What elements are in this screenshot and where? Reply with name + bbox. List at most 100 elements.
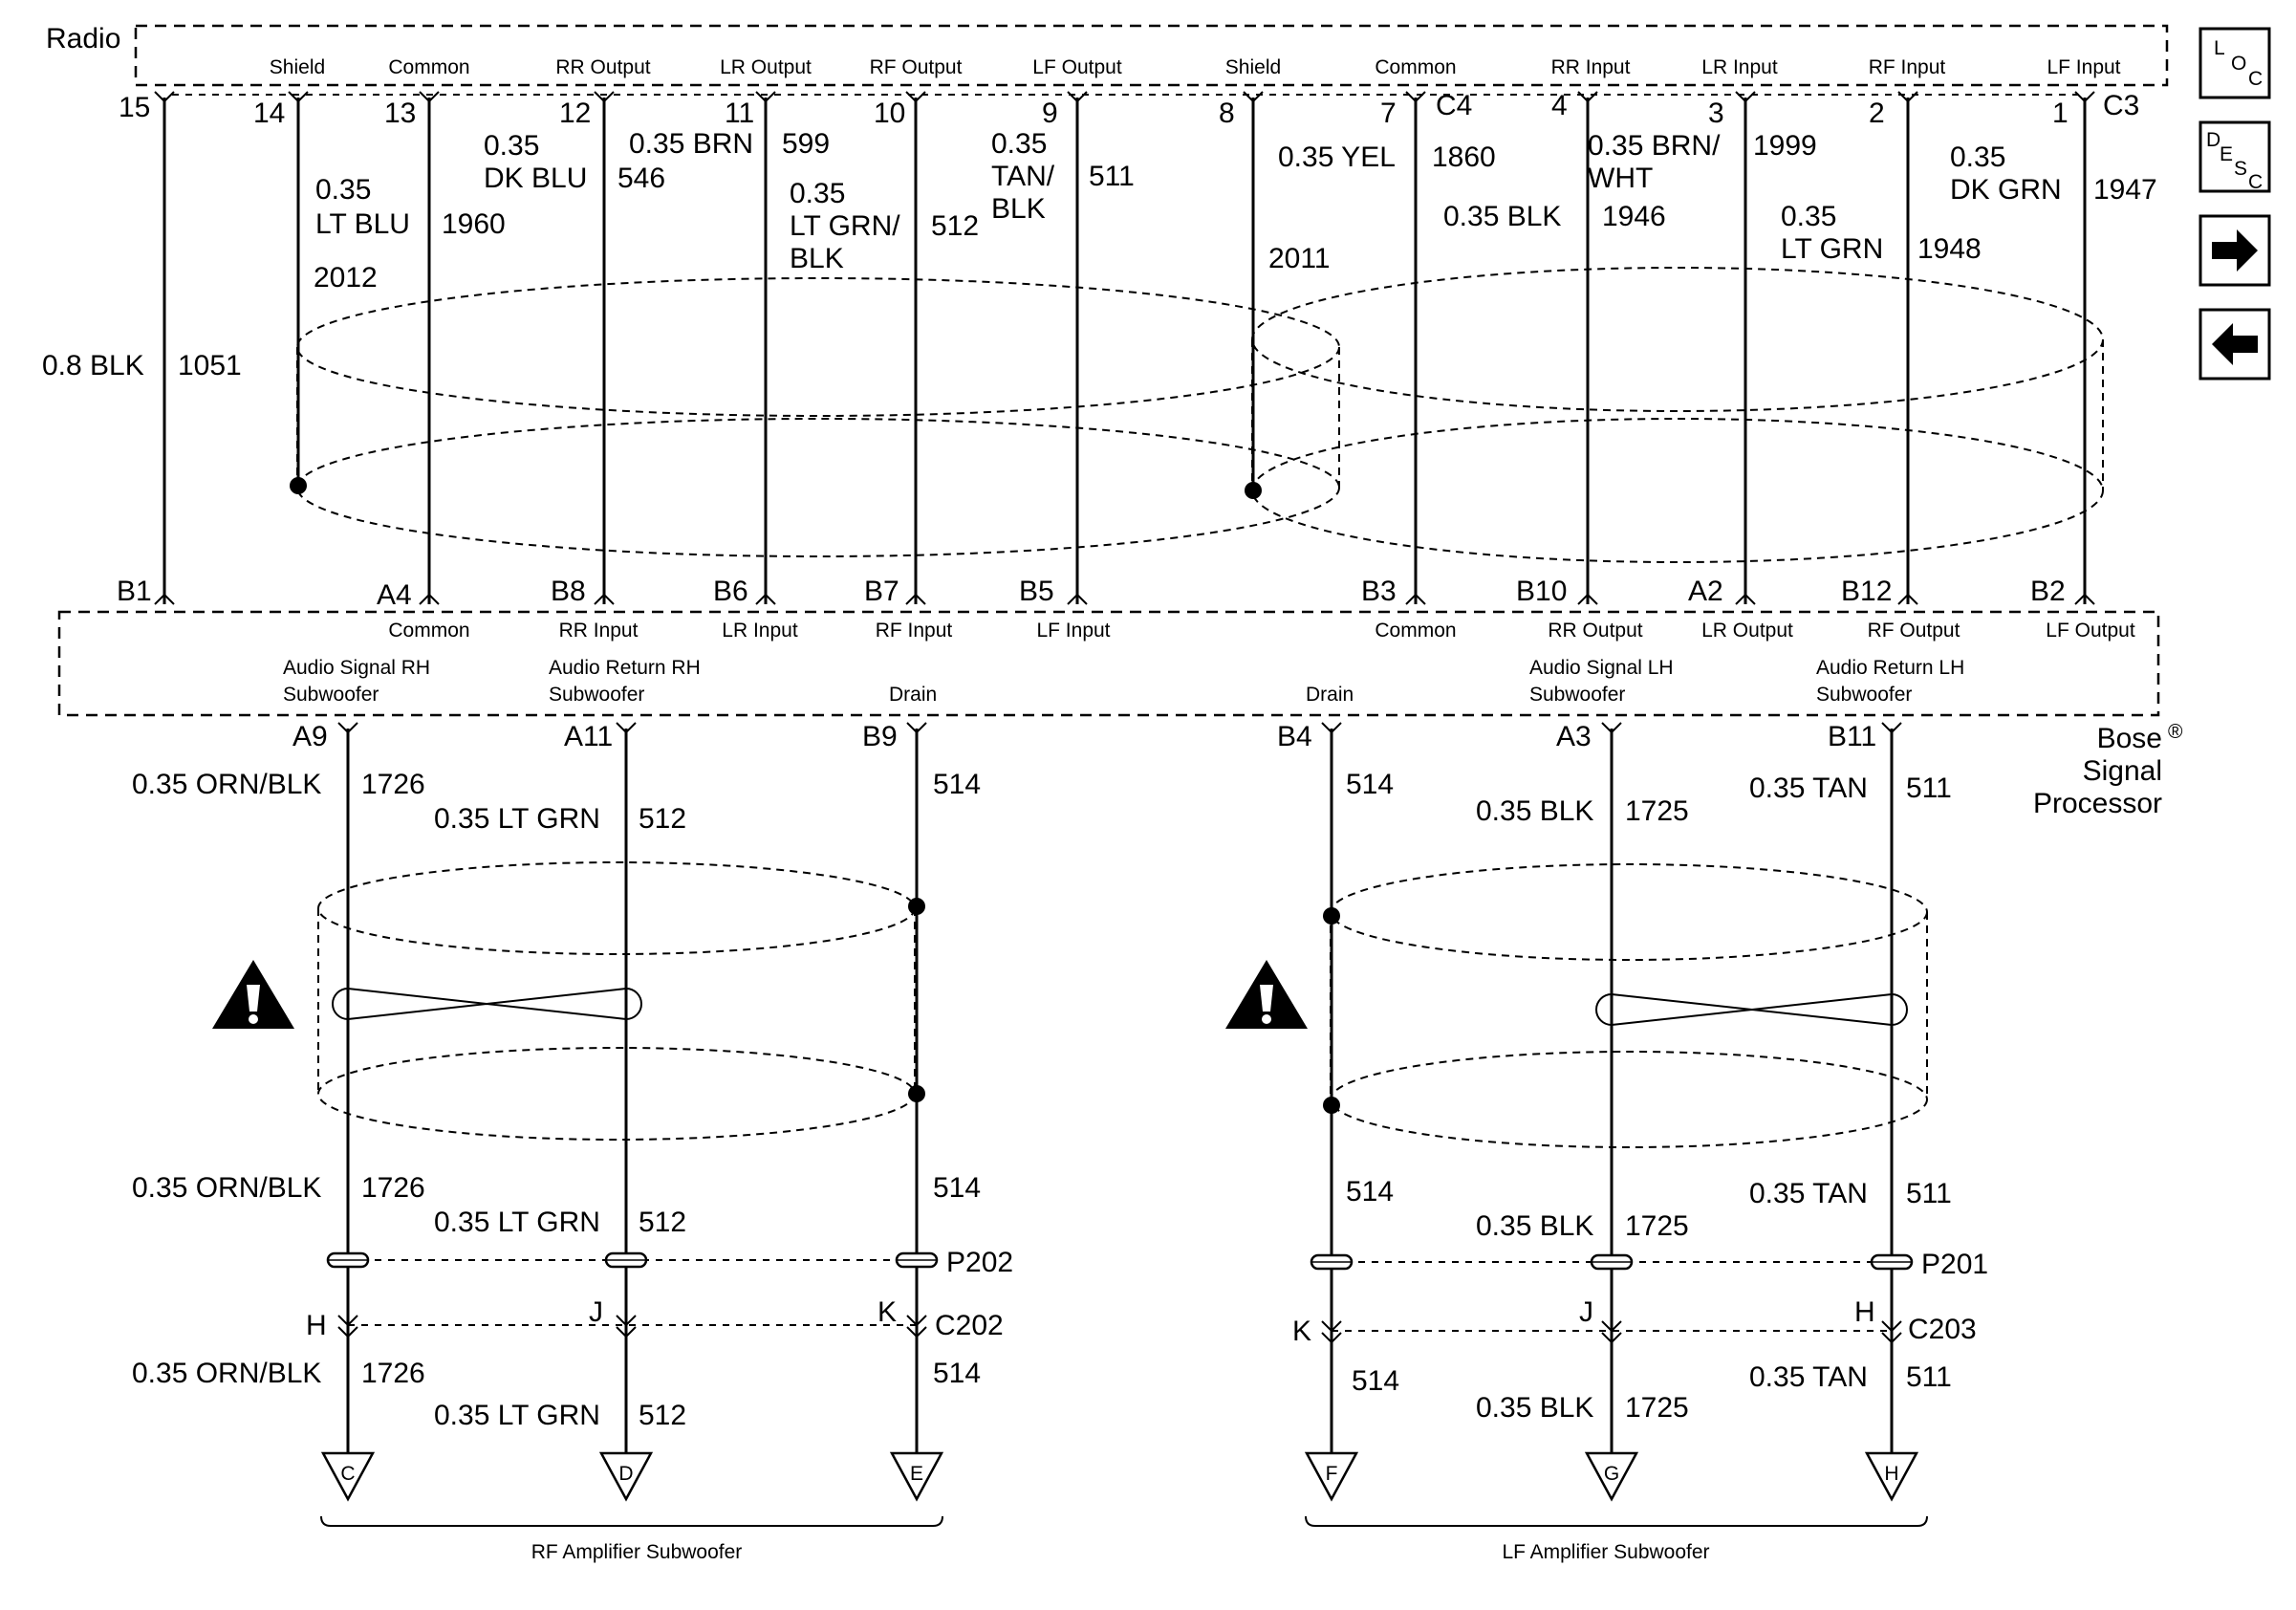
processor-pin-label: Subwoofer [549,684,644,706]
desc-button[interactable]: D E S C [2199,120,2271,193]
ground-terminal [598,1451,654,1502]
terminal-chevron [1897,91,1918,103]
desc-button-letter: D [2206,129,2220,151]
radio-pin: 12 [559,98,591,129]
radio-connector-c3: C3 [2103,90,2139,121]
processor-pin-label: LF Input [1036,620,1110,642]
wire-circuit: 511 [1906,1178,1952,1209]
processor-pin: B4 [1277,721,1312,752]
splice-p202: P202 [946,1247,1013,1278]
wire-color: 0.35 [991,128,1047,160]
radio-pin: 13 [384,98,416,129]
radio-pin: 9 [1042,98,1058,129]
arrow-left-icon [2212,323,2258,365]
wire-circuit: 1051 [178,350,242,381]
wire-color: 0.35 BLK [1476,795,1593,827]
next-arrow-button[interactable] [2199,214,2271,287]
prev-arrow-button[interactable] [2199,308,2271,381]
ground-terminal [1304,1451,1359,1502]
processor-pin-label: RF Output [1868,620,1960,642]
wire-color: 0.35 [315,174,371,206]
processor-pin: B3 [1361,576,1397,607]
wire-color: 0.35 TAN [1749,1361,1868,1393]
wire-color: BLK [790,243,844,274]
wire-circuit: 511 [1089,161,1135,192]
wire-color: DK BLU [484,163,587,194]
inline-pin: J [589,1296,603,1328]
processor-name-line: Processor [2033,788,2162,819]
wire-circuit: 2011 [1268,243,1331,274]
terminal-chevron [905,91,926,103]
loc-button[interactable]: L O C [2199,27,2271,99]
warning-icon [212,960,294,1029]
lf-shield-upper [1330,863,1928,961]
wire-circuit: 1860 [1432,141,1496,173]
processor-pin-label: Subwoofer [1816,684,1912,706]
terminal-chevron [1067,593,1088,605]
drain-dot [1323,907,1340,925]
processor-pin-label: Audio Signal RH [283,657,430,679]
radio-pin: 15 [119,92,150,123]
rf-group-bracket [320,1515,943,1527]
processor-pin-label: Common [388,620,469,642]
radio-pin: 11 [725,98,754,129]
twisted-pair-end [332,988,349,1020]
rf-amplifier-label: RF Amplifier Subwoofer [531,1541,743,1563]
twisted-pair-end [1891,993,1908,1026]
ground-terminal [889,1451,944,1502]
terminal-chevron [594,91,615,103]
wire-circuit: 514 [1346,769,1394,800]
wire-circuit: 514 [933,769,981,800]
wire-circuit: 1726 [361,769,425,800]
wire-color: 0.35 ORN/BLK [132,769,321,800]
terminal-chevron [1601,722,1622,734]
processor-name-line: Signal [2083,755,2162,787]
wire-color: 0.35 ORN/BLK [132,1358,321,1389]
terminal-chevron [905,593,926,605]
inline-connector-c202: C202 [935,1310,1004,1341]
processor-pin: A9 [292,721,328,752]
wire-circuit: 1948 [1917,233,1982,265]
wire-circuit: 2012 [314,262,378,294]
processor-pin: A4 [377,579,412,611]
processor-outline [57,610,2160,717]
radio-pin: 1 [2052,98,2069,129]
processor-pin: A2 [1688,576,1723,607]
wire-circuit: 511 [1906,1361,1952,1393]
top-left-shield-lower [296,418,1340,557]
bottom-wires: P202 P201 H J K C202 K J H C203 [132,722,1988,1563]
terminal-chevron [1577,593,1598,605]
wire-circuit: 512 [639,1207,686,1238]
processor-pin-label: RR Input [559,620,639,642]
processor-pin-label: RR Output [1548,620,1642,642]
top-right-shield-lower [1251,418,2104,563]
processor-pin: B11 [1828,721,1876,752]
terminal-chevron [154,593,175,605]
radio-label: Radio [46,23,120,54]
terminal-chevron [419,593,440,605]
wire-color: LT GRN [1781,233,1883,265]
terminal-chevron [616,722,637,734]
radio-header: RR Input [1551,56,1631,78]
processor-name-line: Bose [2097,723,2162,754]
twisted-pair-end [625,988,642,1020]
twisted-pair-end [1595,993,1613,1026]
top-wires: 0.8 BLK 1051 0.35 LT BLU 1960 2012 0.35 … [42,91,2157,605]
wire-color: 0.35 BLK [1476,1392,1593,1424]
inline-pin: H [1854,1296,1875,1328]
shield-drain-dot [290,477,307,494]
wire-color: TAN/ [991,161,1055,192]
processor-pin: B5 [1019,576,1054,607]
inline-pin: H [306,1310,327,1341]
wire-color: 0.35 BRN/ [1588,130,1721,162]
wire-circuit: 1725 [1625,1392,1689,1424]
shield-drain-dot [1245,482,1262,499]
wire-color: 0.35 ORN/BLK [132,1172,321,1204]
top-left-shield-upper [296,277,1340,417]
wire-color: 0.35 TAN [1749,772,1868,804]
processor-name: Bose Signal Processor [2033,723,2162,819]
inline-connector-chevron [1601,1320,1622,1344]
ground-terminal [1584,1451,1639,1502]
radio-pin: 14 [253,98,285,129]
